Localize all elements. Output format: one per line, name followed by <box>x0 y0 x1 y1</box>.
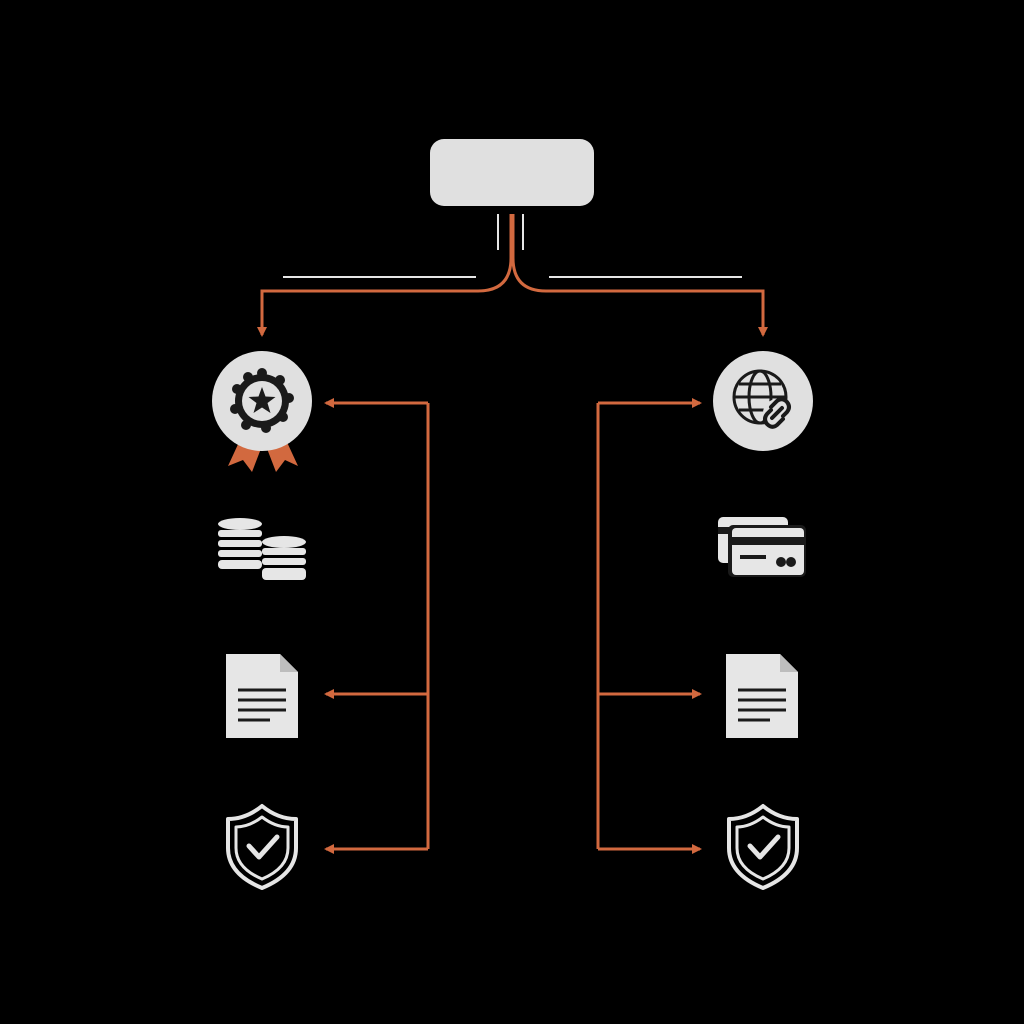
right-branch-connectors <box>596 398 702 854</box>
globe-link-icon[interactable] <box>713 351 813 451</box>
credit-cards-icon <box>718 517 806 577</box>
root-to-right-connector <box>511 214 768 337</box>
document-icon <box>226 654 298 738</box>
shield-check-icon <box>727 804 799 890</box>
left-branch-connectors <box>324 398 430 854</box>
root-to-left-connector <box>257 214 513 337</box>
root-stem <box>497 214 524 250</box>
document-icon <box>726 654 798 738</box>
coin-stacks-icon <box>218 518 306 580</box>
root-node[interactable] <box>430 139 594 206</box>
shield-check-icon <box>226 804 298 890</box>
award-rosette-icon[interactable] <box>212 351 312 472</box>
